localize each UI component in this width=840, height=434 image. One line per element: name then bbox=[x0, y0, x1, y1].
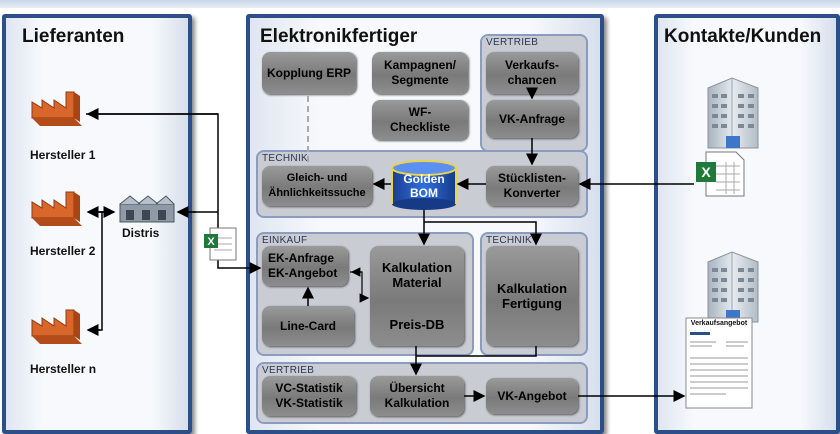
top-band bbox=[0, 0, 840, 8]
arrow-bom-kalk-fertigung bbox=[424, 221, 542, 246]
golden-bom-label[interactable]: Golden BOM bbox=[403, 172, 445, 200]
hersteller-n-label: Hersteller n bbox=[30, 362, 97, 376]
einkauf-caption: EINKAUF bbox=[262, 235, 308, 246]
line-card-box[interactable]: Line-Card bbox=[262, 306, 354, 346]
ek-anfrage-box[interactable]: EK-Anfrage EK-Angebot bbox=[262, 246, 348, 286]
wf-checkliste-box[interactable]: WF- Checkliste bbox=[372, 100, 468, 140]
verkaufschancen-box[interactable]: Verkaufs- chancen bbox=[486, 52, 578, 94]
manufacturer-title: Elektronikfertiger bbox=[260, 26, 418, 47]
technik-mid-caption: TECHNIK bbox=[262, 153, 308, 164]
arrow-fertigung-uebersicht bbox=[416, 346, 537, 357]
vertrieb-top-caption: VERTRIEB bbox=[486, 37, 539, 48]
kalkulation-fertigung-box[interactable]: Kalkulation Fertigung bbox=[486, 246, 578, 346]
building-icon-top bbox=[707, 77, 759, 149]
hersteller-2-label: Hersteller 2 bbox=[30, 244, 96, 258]
svg-text:X: X bbox=[207, 236, 215, 248]
suppliers-title: Lieferanten bbox=[22, 26, 125, 47]
suppliers-column bbox=[2, 14, 192, 434]
arrow-ek-kalk bbox=[350, 271, 370, 303]
kampagnen-box[interactable]: Kampagnen/ Segmente bbox=[372, 52, 468, 94]
vc-statistik-box[interactable]: VC-Statistik VK-Statistik bbox=[262, 376, 356, 416]
kalkulation-material-label: Kalkulation Material bbox=[381, 259, 453, 290]
uebersicht-kalkulation-box[interactable]: Übersicht Kalkulation bbox=[370, 376, 464, 416]
technik-right-caption: TECHNIK bbox=[486, 235, 532, 246]
vk-anfrage-box[interactable]: VK-Anfrage bbox=[486, 100, 578, 138]
line-bracket-hn bbox=[88, 211, 103, 331]
golden-bom-database-icon bbox=[391, 160, 457, 210]
hersteller-1-label: Hersteller 1 bbox=[30, 148, 96, 162]
svg-text:X: X bbox=[701, 164, 711, 180]
excel-document-icon-right: X bbox=[696, 151, 745, 197]
stuecklisten-konverter-box[interactable]: Stücklisten- Konverter bbox=[486, 166, 578, 206]
building-icon-bottom bbox=[707, 251, 759, 323]
kalkulation-material-box[interactable]: Kalkulation Material Preis-DB bbox=[370, 246, 464, 346]
gleich-suche-box[interactable]: Gleich- und Ähnlichkeitssuche bbox=[262, 166, 372, 206]
vertrieb-bottom-caption: VERTRIEB bbox=[262, 365, 315, 376]
factory-icon-2 bbox=[31, 191, 82, 226]
preis-db-label: Preis-DB bbox=[389, 317, 445, 333]
kopplung-erp-box[interactable]: Kopplung ERP bbox=[262, 52, 356, 94]
factory-icon-1 bbox=[31, 91, 82, 126]
vk-angebot-box[interactable]: VK-Angebot bbox=[486, 378, 578, 414]
distris-label: Distris bbox=[122, 226, 160, 240]
factory-icon-n bbox=[31, 309, 82, 344]
offer-document-title: Verkaufsangebot bbox=[690, 320, 748, 327]
warehouse-icon bbox=[119, 195, 175, 223]
offer-document-icon bbox=[685, 317, 753, 409]
excel-document-icon-left: X bbox=[204, 227, 237, 261]
contacts-title: Kontakte/Kunden bbox=[664, 26, 822, 47]
